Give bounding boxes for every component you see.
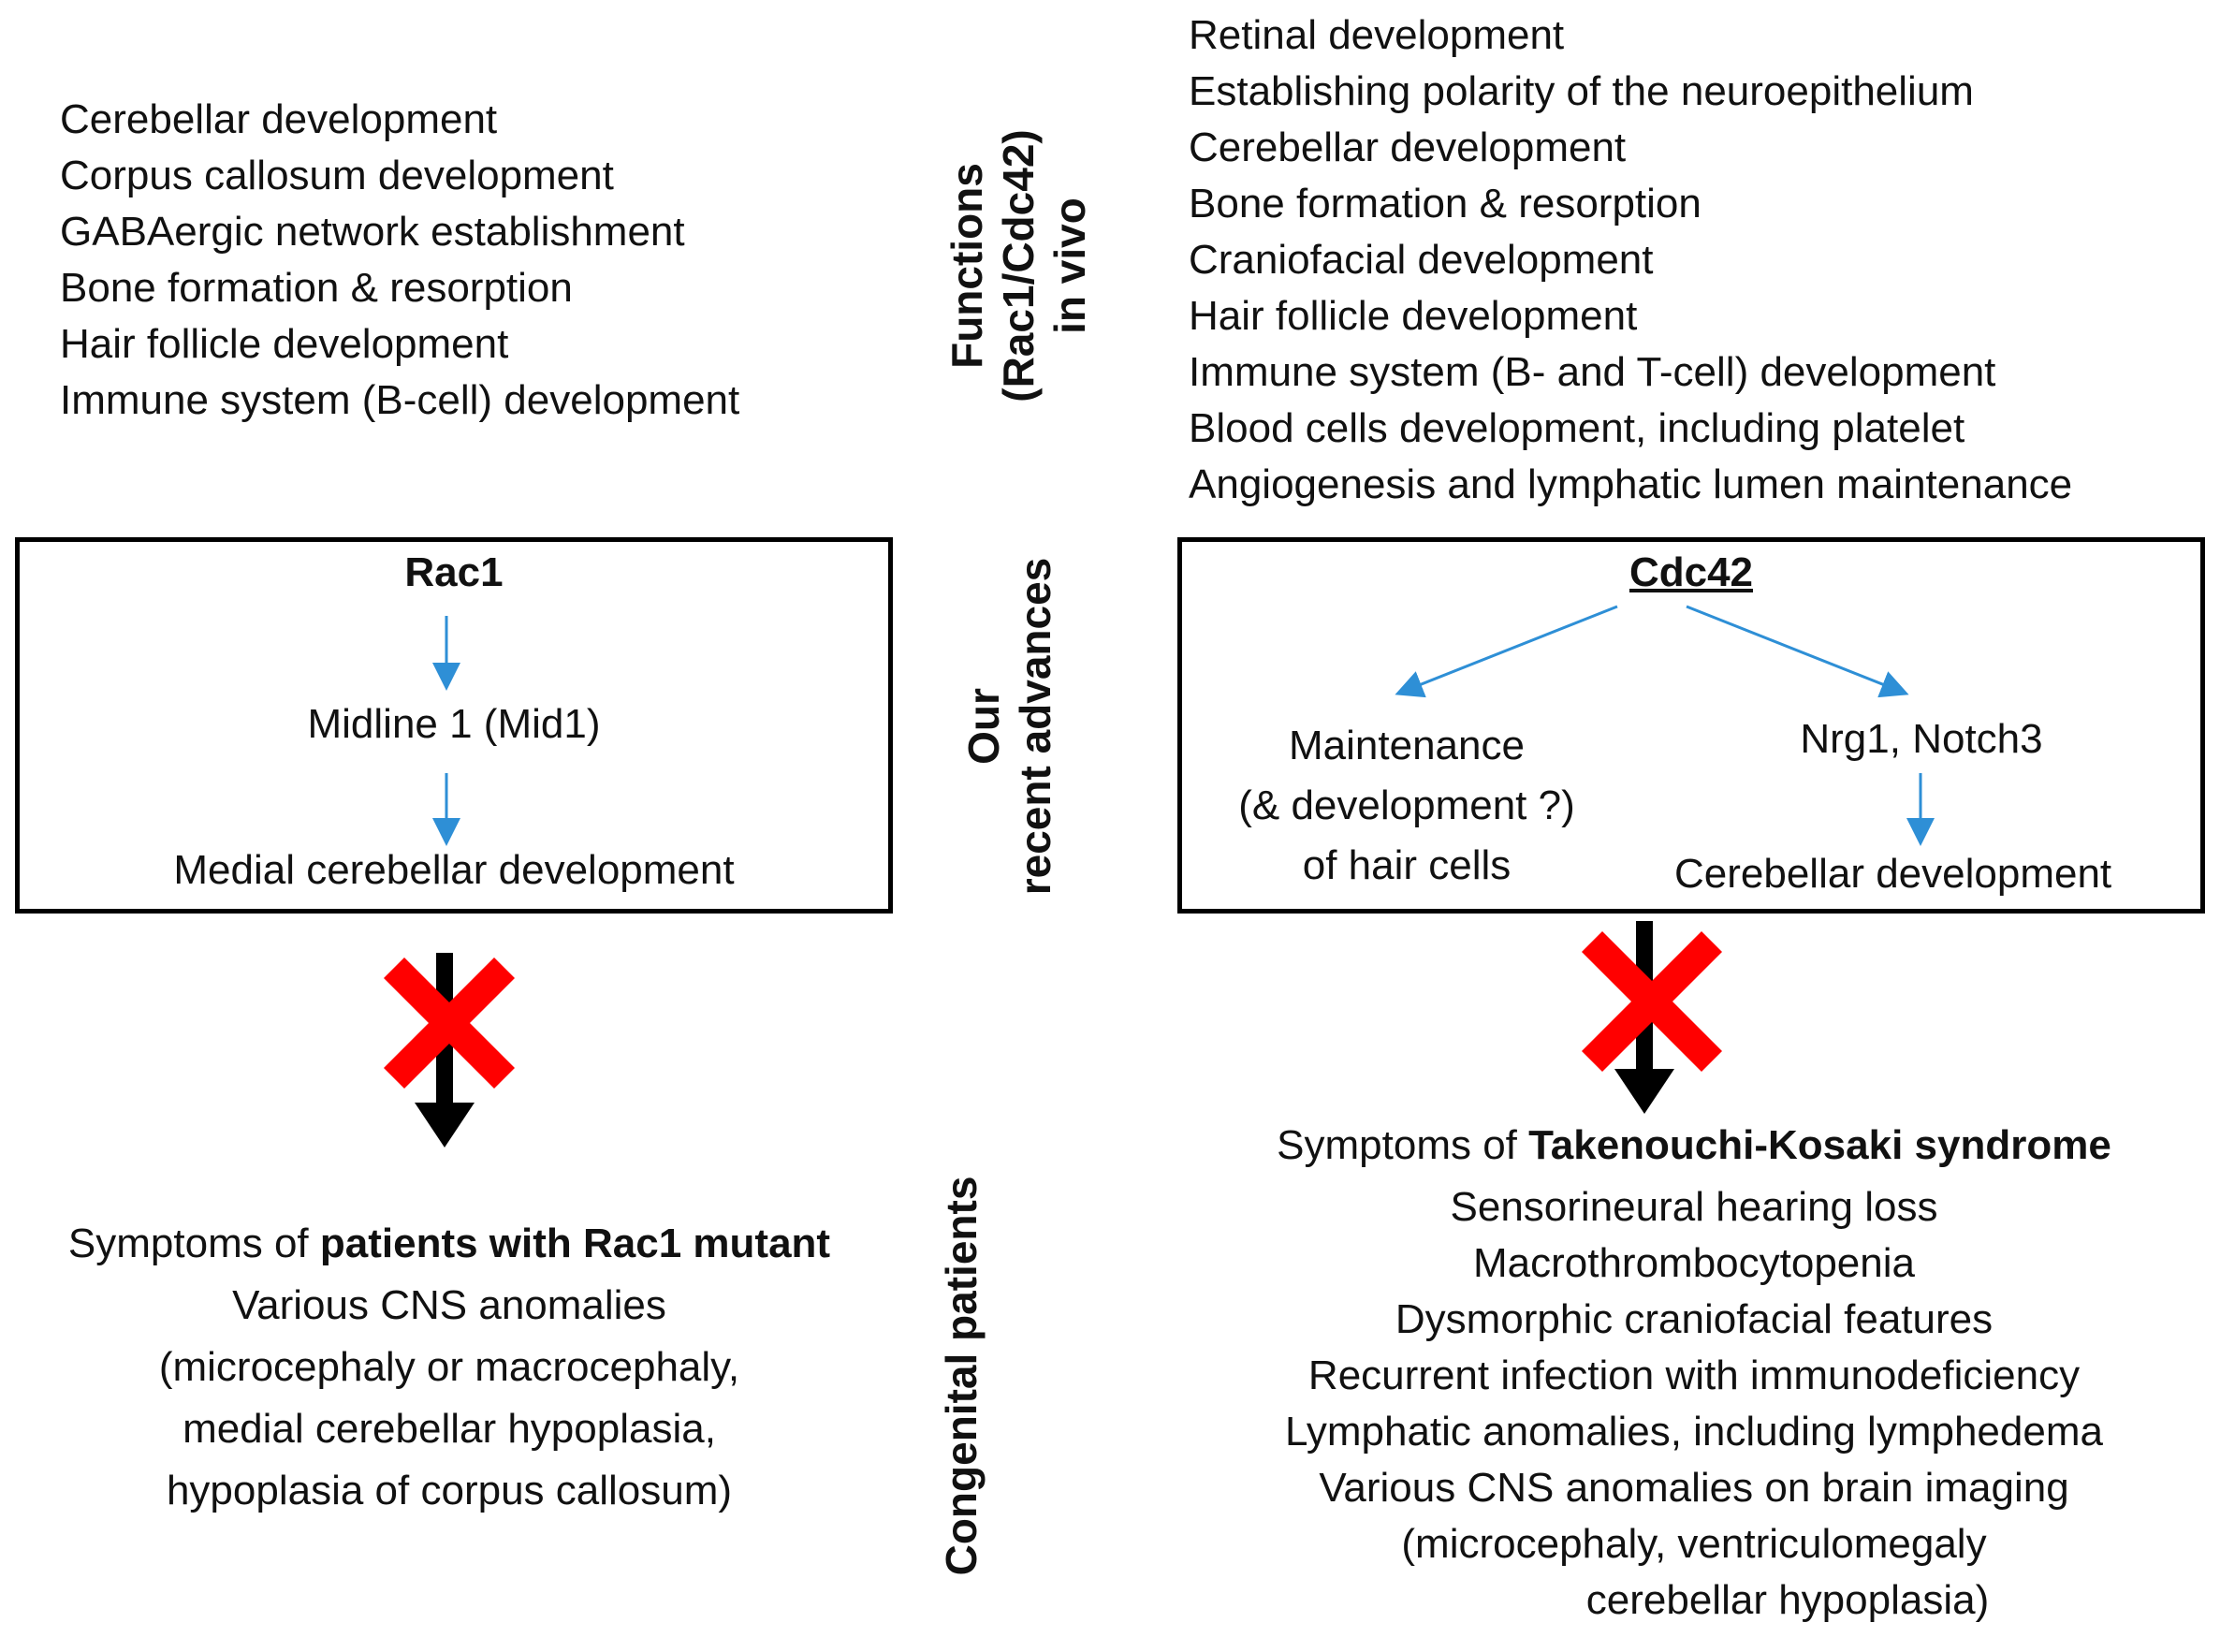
cdc42-symptoms-prefix: Symptoms of <box>1277 1122 1529 1168</box>
list-item: Immune system (B- and T-cell) developmen… <box>1189 349 1996 395</box>
list-item: Angiogenesis and lymphatic lumen mainten… <box>1189 461 2073 507</box>
list-item: Lymphatic anomalies, including lymphedem… <box>1285 1409 2103 1455</box>
cdc42-functions-list: Retinal development Establishing polarit… <box>1189 7 2072 513</box>
cdc42-cerebellar-development: Cerebellar development <box>1674 851 2112 897</box>
cdc42-symptoms-bold: Takenouchi-Kosaki syndrome <box>1528 1122 2111 1168</box>
cdc42-to-hair-cells-arrow <box>1395 605 1618 698</box>
cdc42-to-nrg1-arrow <box>1686 605 1909 698</box>
rac1-symptoms-bold: patients with Rac1 mutant <box>319 1221 831 1266</box>
list-item: Cerebellar development <box>1189 124 1627 170</box>
list-item: Various CNS anomalies <box>232 1282 666 1328</box>
rac1-title: Rac1 <box>404 549 504 595</box>
list-item: Establishing polarity of the neuroepithe… <box>1189 68 1974 114</box>
list-item: Craniofacial development <box>1189 237 1654 283</box>
cdc42-symptoms: Symptoms of Takenouchi-Kosaki syndrome S… <box>1104 1118 2220 1629</box>
list-item: Bone formation & resorption <box>1189 181 1702 227</box>
list-item: Blood cells development, including plate… <box>1189 405 1965 451</box>
list-item: (microcephaly or macrocephaly, <box>158 1344 740 1390</box>
rac1-red-cross-icon <box>384 958 515 1089</box>
cdc42-red-cross-icon <box>1582 931 1722 1072</box>
list-item: Recurrent infection with immunodeficienc… <box>1307 1352 2081 1398</box>
list-item: Various CNS anomalies on brain imaging <box>1319 1465 2069 1511</box>
list-item: Cerebellar development <box>60 96 498 142</box>
list-item: cerebellar hypoplasia) <box>1585 1577 1990 1623</box>
cdc42-symptoms-heading: Symptoms of Takenouchi-Kosaki syndrome <box>1104 1118 2220 1174</box>
list-item: (microcephaly, ventriculomegaly <box>1401 1521 1987 1567</box>
cdc42-box: Cdc42 Maintenance (& development ?) of h… <box>1177 537 2205 914</box>
list-item: Sensorineural hearing loss <box>1450 1184 1938 1230</box>
list-item: Dysmorphic craniofacial features <box>1395 1296 1994 1342</box>
list-item: Bone formation & resorption <box>60 265 573 311</box>
hair-cells-line3: of hair cells <box>1302 842 1512 888</box>
list-item: Hair follicle development <box>1189 293 1638 339</box>
rac1-symptoms-heading: Symptoms of patients with Rac1 mutant <box>0 1213 898 1275</box>
rac1-step-medial-cerebellar: Medial cerebellar development <box>173 847 735 893</box>
rac1-step-mid1: Midline 1 (Mid1) <box>307 701 601 747</box>
list-item: Corpus callosum development <box>60 153 614 198</box>
list-item: Retinal development <box>1189 12 1565 58</box>
cdc42-nrg1-notch3: Nrg1, Notch3 <box>1800 716 2043 762</box>
hair-cells-line2: (& development ?) <box>1238 782 1575 828</box>
list-item: Immune system (B-cell) development <box>60 377 740 423</box>
list-item: medial cerebellar hypoplasia, <box>183 1406 716 1452</box>
hair-cells-line1: Maintenance <box>1289 723 1525 768</box>
rac1-box: Rac1 Midline 1 (Mid1) Medial cerebellar … <box>15 537 893 914</box>
cdc42-hair-cells: Maintenance (& development ?) of hair ce… <box>1182 716 1631 896</box>
cdc42-title: Cdc42 <box>1628 549 1754 595</box>
rac1-symptoms-prefix: Symptoms of <box>67 1221 320 1266</box>
rac1-functions-list: Cerebellar development Corpus callosum d… <box>60 92 739 429</box>
list-item: Macrothrombocytopenia <box>1472 1240 1915 1286</box>
rac1-symptoms: Symptoms of patients with Rac1 mutant Va… <box>0 1213 898 1522</box>
list-item: Hair follicle development <box>60 321 509 367</box>
list-item: GABAergic network establishment <box>60 209 685 255</box>
list-item: hypoplasia of corpus callosum) <box>166 1468 733 1513</box>
